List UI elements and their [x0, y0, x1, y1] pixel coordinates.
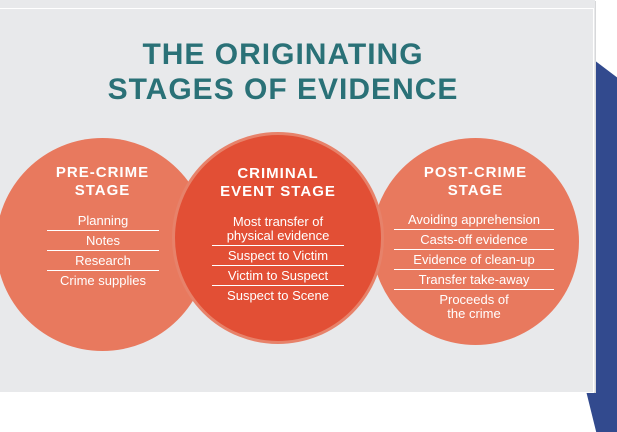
- stage-title-line: STAGE: [447, 182, 504, 199]
- list-item-text: Transfer take-away: [418, 272, 530, 287]
- list-item-text: Avoiding apprehension: [407, 212, 541, 227]
- list-item-text: Planning: [77, 213, 129, 228]
- stage-title-line: EVENT STAGE: [220, 183, 336, 200]
- criminal-event-stage-circle: CRIMINAL EVENT STAGE Most transfer of ph…: [172, 132, 384, 344]
- infographic-title: THE ORIGINATING STAGES OF EVIDENCE: [0, 37, 566, 107]
- pre-crime-stage-title: PRE-CRIME STAGE: [0, 164, 209, 200]
- list-item: Transfer take-away: [394, 270, 554, 290]
- list-item-text: Suspect to Scene: [227, 288, 329, 303]
- post-crime-item-list: Avoiding apprehension Casts-off evidence…: [394, 210, 554, 323]
- panel-border: [0, 8, 594, 393]
- list-item: Planning: [47, 211, 159, 231]
- list-item: Most transfer of physical evidence: [212, 212, 344, 246]
- stage-title-line: PRE-CRIME: [55, 164, 150, 181]
- pre-crime-item-list: Planning Notes Research Crime supplies: [47, 211, 159, 290]
- list-item: Research: [47, 251, 159, 271]
- list-item: Notes: [47, 231, 159, 251]
- list-item-text: Evidence of clean-up: [413, 252, 535, 267]
- list-item: Victim to Suspect: [212, 266, 344, 286]
- post-crime-stage-circle: POST-CRIME STAGE Avoiding apprehension C…: [372, 138, 579, 345]
- list-item-text: Most transfer of: [232, 214, 324, 229]
- list-item-text: Crime supplies: [60, 273, 146, 288]
- criminal-event-item-list: Most transfer of physical evidence Suspe…: [212, 212, 344, 305]
- list-item: Crime supplies: [47, 271, 159, 290]
- criminal-event-stage-title: CRIMINAL EVENT STAGE: [175, 165, 381, 201]
- post-crime-stage-title: POST-CRIME STAGE: [372, 164, 579, 200]
- list-item-text: the crime: [447, 306, 501, 321]
- list-item: Proceeds of the crime: [394, 290, 554, 323]
- list-item: Evidence of clean-up: [394, 250, 554, 270]
- title-line-2: STAGES OF EVIDENCE: [107, 73, 459, 106]
- stage-title-line: CRIMINAL: [237, 165, 319, 182]
- stage-title-line: POST-CRIME: [423, 164, 528, 181]
- list-item-text: Suspect to Victim: [227, 248, 329, 263]
- list-item-text: Notes: [86, 233, 120, 248]
- list-item-text: Casts-off evidence: [420, 232, 528, 247]
- list-item-text: physical evidence: [226, 228, 330, 243]
- list-item: Casts-off evidence: [394, 230, 554, 250]
- list-item-text: Research: [75, 253, 131, 268]
- list-item: Suspect to Victim: [212, 246, 344, 266]
- list-item-text: Victim to Suspect: [227, 268, 329, 283]
- list-item-text: Proceeds of: [439, 292, 509, 307]
- title-line-1: THE ORIGINATING: [142, 38, 424, 71]
- list-item: Avoiding apprehension: [394, 210, 554, 230]
- list-item: Suspect to Scene: [212, 286, 344, 305]
- infographic-panel: THE ORIGINATING STAGES OF EVIDENCE PRE-C…: [0, 0, 595, 393]
- stage-title-line: STAGE: [74, 182, 131, 199]
